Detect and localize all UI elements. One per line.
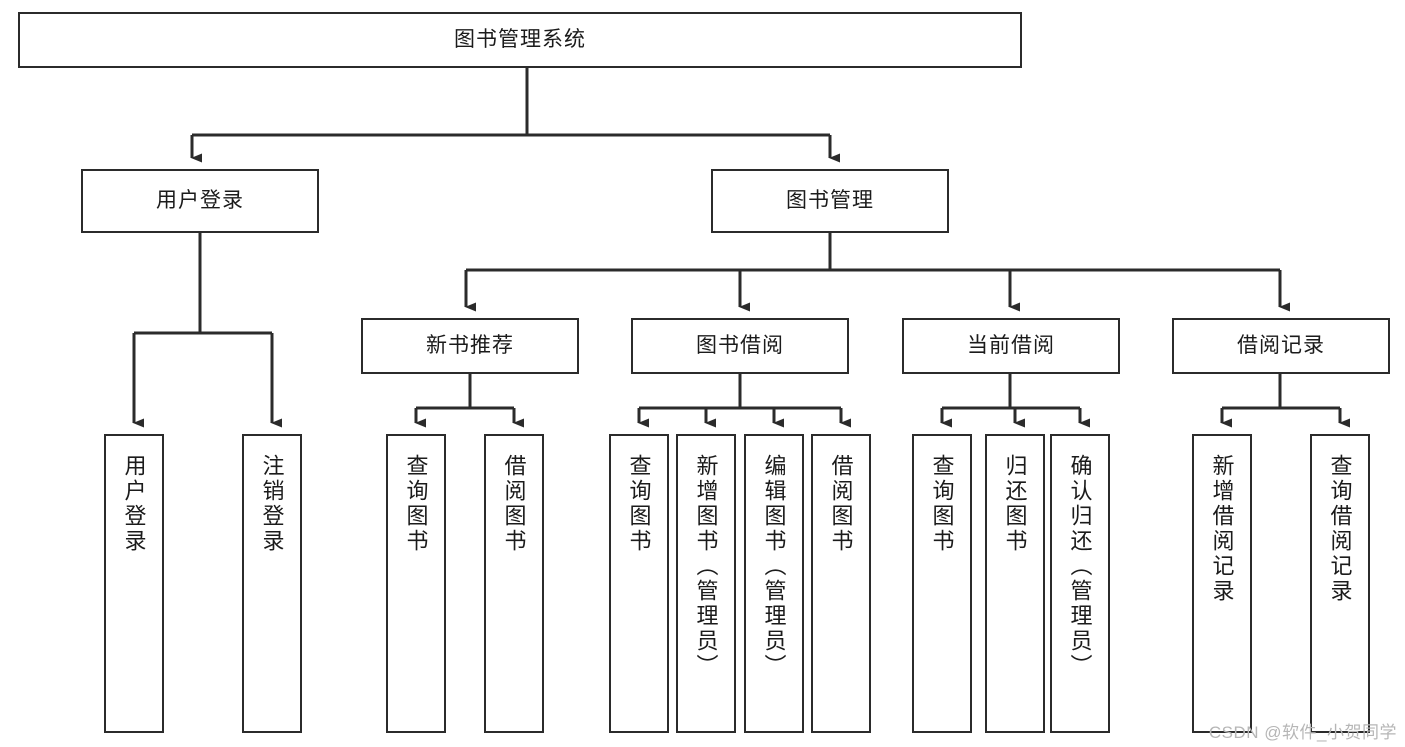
edge-group-current-borrow	[940, 374, 1090, 428]
node-leaf-add-book-label: 新增图书（管理员）	[693, 454, 719, 679]
node-user-login-label: 用户登录	[156, 188, 244, 212]
node-leaf-borrow-book-2-label: 借阅图书	[828, 454, 854, 554]
node-leaf-add-record[interactable]: 新增借阅记录	[1192, 434, 1252, 733]
node-leaf-user-login[interactable]: 用户登录	[104, 434, 164, 733]
node-new-book-rec[interactable]: 新书推荐	[361, 318, 579, 374]
node-leaf-query-book-1[interactable]: 查询图书	[386, 434, 446, 733]
node-book-manage[interactable]: 图书管理	[711, 169, 949, 233]
node-leaf-query-record-label: 查询借阅记录	[1327, 454, 1353, 604]
node-book-borrow-label: 图书借阅	[696, 333, 784, 357]
node-book-manage-label: 图书管理	[786, 188, 874, 212]
node-borrow-record-label: 借阅记录	[1237, 333, 1325, 357]
node-leaf-query-book-2-label: 查询图书	[626, 454, 652, 554]
node-leaf-confirm-return[interactable]: 确认归还（管理员）	[1050, 434, 1110, 733]
node-leaf-borrow-book-2[interactable]: 借阅图书	[811, 434, 871, 733]
node-book-borrow[interactable]: 图书借阅	[631, 318, 849, 374]
node-user-login[interactable]: 用户登录	[81, 169, 319, 233]
node-leaf-edit-book[interactable]: 编辑图书（管理员）	[744, 434, 804, 733]
edge-group-book-borrow	[637, 374, 851, 428]
node-new-book-rec-label: 新书推荐	[426, 333, 514, 357]
node-leaf-edit-book-label: 编辑图书（管理员）	[761, 454, 787, 679]
node-leaf-borrow-book-1-label: 借阅图书	[501, 454, 527, 554]
node-leaf-query-record[interactable]: 查询借阅记录	[1310, 434, 1370, 733]
node-root[interactable]: 图书管理系统	[18, 12, 1022, 68]
node-current-borrow[interactable]: 当前借阅	[902, 318, 1120, 374]
edge-group-book-manage	[464, 233, 1290, 312]
edge-group-borrow-record	[1220, 374, 1350, 428]
node-leaf-return-book-label: 归还图书	[1002, 454, 1028, 554]
node-borrow-record[interactable]: 借阅记录	[1172, 318, 1390, 374]
node-leaf-query-book-3[interactable]: 查询图书	[912, 434, 972, 733]
node-current-borrow-label: 当前借阅	[967, 333, 1055, 357]
node-leaf-query-book-3-label: 查询图书	[929, 454, 955, 554]
node-leaf-query-book-2[interactable]: 查询图书	[609, 434, 669, 733]
node-leaf-query-book-1-label: 查询图书	[403, 454, 429, 554]
node-leaf-add-record-label: 新增借阅记录	[1209, 454, 1235, 604]
node-leaf-borrow-book-1[interactable]: 借阅图书	[484, 434, 544, 733]
node-leaf-add-book[interactable]: 新增图书（管理员）	[676, 434, 736, 733]
edge-group-root	[190, 68, 840, 163]
node-leaf-return-book[interactable]: 归还图书	[985, 434, 1045, 733]
edge-group-new-book-rec	[414, 374, 524, 428]
node-leaf-confirm-return-label: 确认归还（管理员）	[1067, 454, 1093, 679]
node-leaf-user-login-label: 用户登录	[121, 454, 147, 554]
node-leaf-user-logout-label: 注销登录	[259, 454, 285, 554]
node-root-label: 图书管理系统	[454, 27, 586, 51]
edge-group-user-login	[132, 233, 282, 428]
node-leaf-user-logout[interactable]: 注销登录	[242, 434, 302, 733]
